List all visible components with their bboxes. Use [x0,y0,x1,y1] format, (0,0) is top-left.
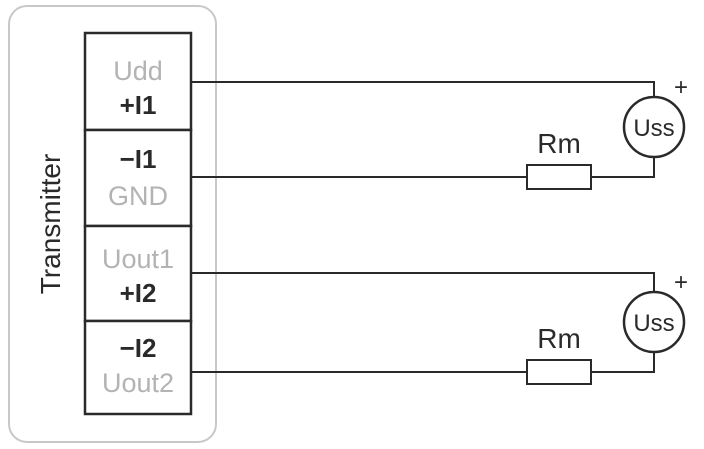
loop-2-polarity: + [674,269,688,296]
terminal-4-top-label: −I2 [120,333,157,363]
transmitter-enclosure [8,5,217,443]
terminal-3-bottom-label: +I2 [120,278,157,308]
loop-1-polarity: + [674,74,688,101]
loop-1-source-label: Uss [633,115,674,142]
loop-2: Uss + Rm [191,269,688,385]
loop-1-supply-wire [191,81,655,97]
loop-2-source-label: Uss [633,310,674,337]
loop-1-resistor-symbol [526,164,592,190]
loop-2-supply-wire [191,272,655,292]
terminal-4-bottom-label: Uout2 [102,368,174,398]
loop-1-return-wire [591,157,655,178]
terminal-1-top-label: Udd [113,56,163,86]
loop-2-resistor-label: Rm [537,323,581,354]
terminal-2-top-label: −I1 [120,144,157,174]
terminal-block [83,31,193,416]
terminal-2-bottom-label: GND [108,181,168,211]
transmitter-label: Transmitter [35,154,66,295]
loop-2-resistor-symbol [526,359,592,385]
terminal-1-bottom-label: +I1 [120,90,157,120]
loop-2-return-wire [591,352,655,373]
loop-1-resistor-label: Rm [537,128,581,159]
loop-1: Uss + Rm [191,74,688,190]
terminal-3-top-label: Uout1 [102,244,174,274]
terminal-4 [83,319,193,416]
